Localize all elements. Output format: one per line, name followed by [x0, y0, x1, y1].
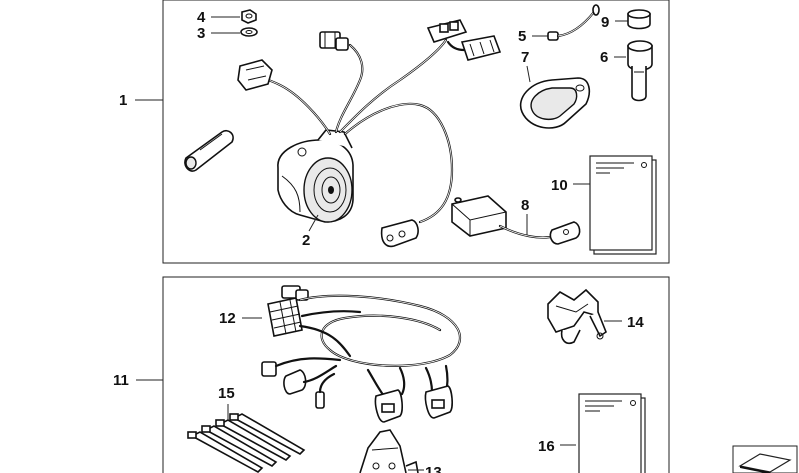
siren-part: [277, 129, 354, 223]
callout-12: 12: [219, 310, 236, 327]
lower-group-frame: [162, 276, 670, 473]
cap-part: [627, 9, 651, 30]
corner-logo: [732, 445, 798, 473]
callout-16: 16: [538, 438, 555, 455]
callout-1: 1: [119, 92, 127, 109]
callout-6: 6: [600, 49, 608, 66]
callout-2: 2: [302, 232, 310, 249]
cable-ties-part: [187, 413, 306, 473]
lower-wiring-harness: [261, 285, 461, 423]
callout-3: 3: [197, 25, 205, 42]
nut-part: [241, 9, 257, 24]
mounting-bracket-part: [359, 429, 419, 473]
control-module-part: [451, 195, 581, 245]
callout-10: 10: [551, 177, 568, 194]
washer-part: [240, 27, 258, 37]
callout-11: 11: [113, 372, 129, 389]
callout-2-leader: [308, 214, 319, 232]
callout-5: 5: [518, 28, 526, 45]
callout-8: 8: [521, 197, 529, 214]
key-blank-part: [184, 129, 234, 172]
bracket-part: [547, 288, 607, 345]
main-wiring-harness: [237, 19, 502, 248]
callout-7: 7: [521, 49, 529, 66]
callout-13: 13: [425, 464, 442, 473]
lock-cylinder-part: [627, 40, 653, 102]
manual-booklet-lower: [578, 393, 646, 473]
sensor-part: [547, 4, 600, 41]
callout-4: 4: [197, 9, 206, 26]
upper-group-frame: [162, 0, 670, 264]
callout-9: 9: [601, 14, 609, 31]
callout-7-leader: [526, 65, 531, 83]
manual-booklet-upper: [589, 155, 657, 255]
callout-15: 15: [218, 385, 235, 402]
callout-14: 14: [627, 314, 644, 331]
remote-fob-part: [519, 77, 591, 129]
